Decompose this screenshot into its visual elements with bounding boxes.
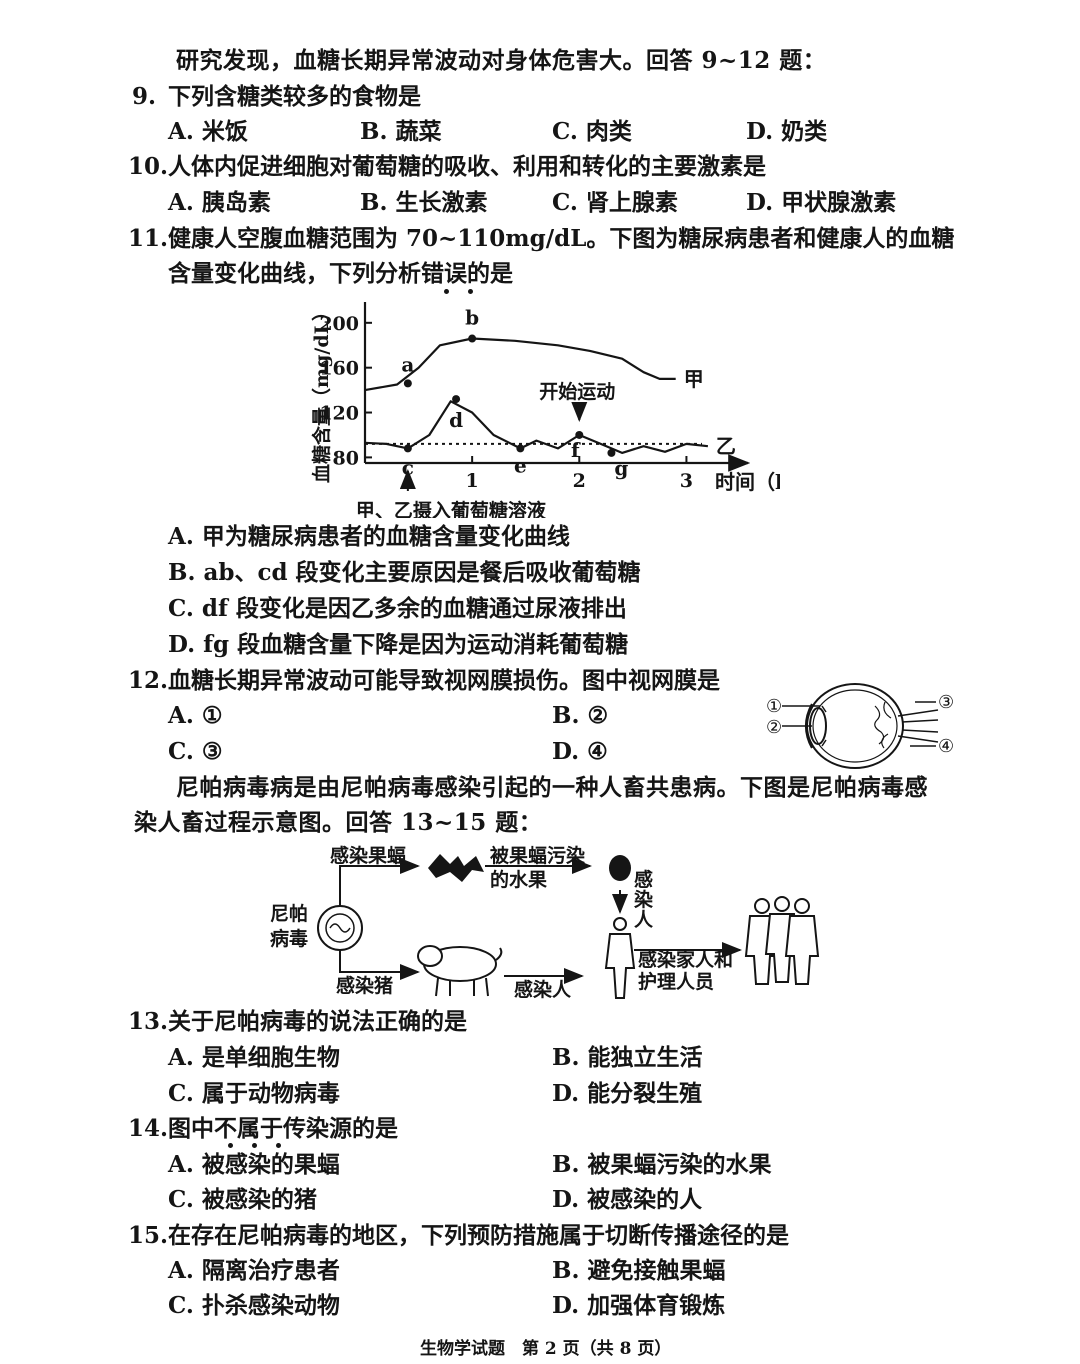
infect-person-vertical-1: 感 [634, 868, 653, 891]
eye-label-4: ④ [938, 736, 954, 757]
q10-stem: 人体内促进细胞对葡萄糖的吸收、利用和转化的主要激素是 [168, 153, 766, 180]
blood-glucose-chart: 80120160200123时间（h）血糖含量（mg/dL）甲乙abcdefg开… [310, 302, 780, 518]
y-tick-label: 200 [319, 313, 359, 335]
q12-option-b: B. ② [552, 702, 609, 729]
y-tick-label: 80 [333, 447, 359, 469]
q9-option-b: B. 蔬菜 [360, 118, 442, 145]
q14-option-b: B. 被果蝠污染的水果 [552, 1151, 772, 1178]
data-point [403, 379, 412, 388]
intro-text-2-line-2: 染人畜过程示意图。回答 13~15 题： [134, 809, 543, 836]
contaminated-fruit-label-1: 被果蝠污染 [490, 844, 585, 867]
intro-text-2-line-1: 尼帕病毒病是由尼帕病毒感染引起的一种人畜共患病。下图是尼帕病毒感 [176, 774, 928, 801]
data-point [575, 430, 584, 439]
eye-diagram: ① ② ③ ④ [766, 683, 954, 769]
y-tick-label: 120 [319, 403, 359, 425]
q15-option-a: A. 隔离治疗患者 [168, 1257, 340, 1284]
eye-label-3: ③ [938, 692, 954, 713]
x-tick-label: 3 [680, 470, 693, 492]
series-line-jia [364, 337, 676, 392]
infect-bat-label: 感染果蝠 [330, 844, 406, 867]
point-label-g: g [614, 456, 628, 480]
q9-stem: 下列含糖类较多的食物是 [168, 83, 421, 110]
x-tick-label: 1 [466, 470, 479, 492]
point-label-b: b [465, 306, 479, 330]
q11-option-a: A. 甲为糖尿病患者的血糖含量变化曲线 [168, 523, 570, 550]
q14-option-d: D. 被感染的人 [552, 1186, 703, 1213]
q11-option-b: B. ab、cd 段变化主要原因是餐后吸收葡萄糖 [168, 559, 641, 586]
q15-number: 15. [128, 1222, 169, 1249]
q9-option-c: C. 肉类 [552, 118, 632, 145]
q15-option-d: D. 加强体育锻炼 [552, 1292, 726, 1319]
q10-option-b: B. 生长激素 [360, 189, 488, 216]
x-axis-label: 时间（h） [715, 470, 780, 494]
contaminated-fruit-label-2: 的水果 [490, 868, 547, 891]
point-label-d: d [449, 408, 463, 432]
q12-option-c: C. ③ [168, 738, 223, 765]
q13-stem: 关于尼帕病毒的说法正确的是 [168, 1008, 467, 1035]
q12-stem: 血糖长期异常波动可能导致视网膜损伤。图中视网膜是 [168, 667, 720, 694]
infect-person-vertical-2: 染 [634, 888, 653, 911]
family-label-1: 感染家人和 [638, 948, 733, 971]
start-exercise-label: 开始运动 [539, 380, 615, 403]
q14-option-c: C. 被感染的猪 [168, 1186, 317, 1213]
q15-option-c: C. 扑杀感染动物 [168, 1292, 340, 1319]
virus-label-2: 病毒 [270, 927, 308, 950]
q10-option-c: C. 肾上腺素 [552, 189, 678, 216]
q13-option-b: B. 能独立生活 [552, 1044, 703, 1071]
q9-option-d: D. 奶类 [746, 118, 828, 145]
glucose-intake-label: 甲、乙摄入葡萄糖溶液 [356, 499, 547, 518]
q12-option-a: A. ① [168, 702, 223, 729]
point-label-e: e [514, 453, 527, 477]
q10-option-a: A. 胰岛素 [168, 189, 271, 216]
infect-person-vertical-3: 人 [634, 909, 654, 931]
q10-number: 10. [128, 153, 169, 180]
q9-number: 9. [132, 83, 157, 110]
data-point [403, 444, 412, 453]
q11-option-c: C. df 段变化是因乙多余的血糖通过尿液排出 [168, 595, 627, 622]
infect-person-label: 感染人 [514, 978, 572, 1001]
infected-person-icon [604, 917, 636, 999]
data-point [452, 395, 461, 404]
q9-option-a: A. 米饭 [168, 118, 248, 145]
page-footer: 生物学试题 第 2 页（共 8 页） [420, 1339, 672, 1359]
series-label: 乙 [716, 434, 736, 458]
q11-option-d: D. fg 段血糖含量下降是因为运动消耗葡萄糖 [168, 631, 629, 658]
intro-text-1: 研究发现，血糖长期异常波动对身体危害大。回答 9~12 题： [176, 47, 827, 74]
q11-stem-line-2: 含量变化曲线，下列分析错误的是 [168, 260, 513, 287]
q14-number: 14. [128, 1115, 169, 1142]
q12-number: 12. [128, 667, 169, 694]
data-point [468, 334, 477, 343]
q13-number: 13. [128, 1008, 169, 1035]
q15-stem: 在存在尼帕病毒的地区，下列预防措施属于切断传播途径的是 [168, 1222, 789, 1249]
series-line-yi [364, 400, 709, 454]
point-label-a: a [401, 352, 414, 376]
q12-option-d: D. ④ [552, 738, 608, 765]
data-point [607, 448, 616, 457]
series-label: 甲 [684, 367, 704, 391]
fruit-icon [609, 855, 631, 881]
pig-icon [417, 945, 503, 997]
eye-label-2: ② [766, 717, 782, 738]
q11-stem-line-1: 健康人空腹血糖范围为 70~110mg/dL。下图为糖尿病患者和健康人的血糖 [168, 225, 955, 252]
q13-option-a: A. 是单细胞生物 [168, 1044, 340, 1071]
q15-option-b: B. 避免接触果蝠 [552, 1257, 726, 1284]
eye-label-1: ① [766, 696, 782, 717]
q13-option-c: C. 属于动物病毒 [168, 1080, 340, 1107]
q10-option-d: D. 甲状腺激素 [746, 189, 897, 216]
family-label-2: 护理人员 [638, 970, 714, 993]
point-label-f: f [571, 438, 581, 462]
infect-pig-label: 感染猪 [336, 974, 393, 997]
x-tick-label: 2 [573, 470, 586, 492]
virus-label-1: 尼帕 [270, 902, 308, 925]
q14-option-a: A. 被感染的果蝠 [168, 1151, 340, 1178]
y-axis-label: 血糖含量（mg/dL） [310, 302, 333, 483]
nipah-transmission-diagram: 尼帕 病毒 感染果蝠 被果蝠污染 的水果 感 染 人 感染猪 感染人 感染家人和… [270, 844, 820, 1001]
bat-icon [428, 854, 484, 882]
people-group-icon [744, 896, 820, 985]
q13-option-d: D. 能分裂生殖 [552, 1080, 703, 1107]
q14-stem: 图中不属于传染源的是 [168, 1115, 398, 1142]
data-point [516, 444, 525, 453]
q11-number: 11. [128, 225, 169, 252]
y-tick-label: 160 [319, 358, 359, 380]
